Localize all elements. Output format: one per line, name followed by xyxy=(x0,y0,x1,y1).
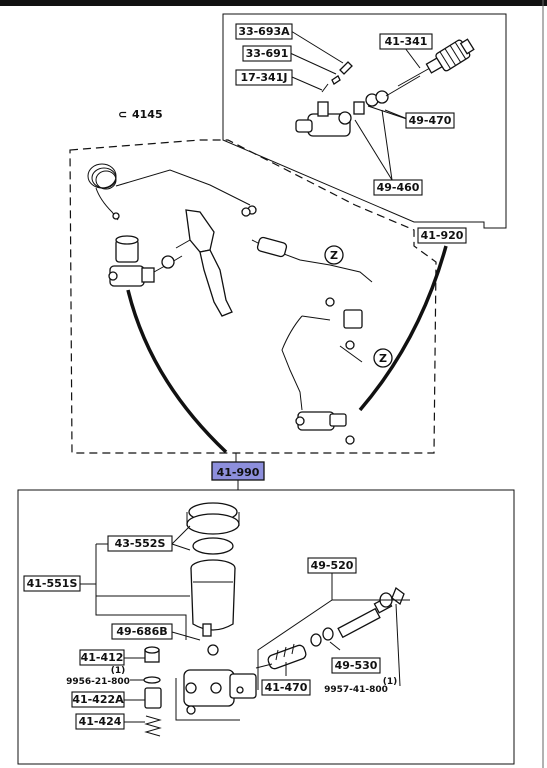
svg-text:41-424: 41-424 xyxy=(79,715,122,728)
label-9956-21-800: 9956-21-800 xyxy=(66,677,130,687)
link-curve-left xyxy=(126,289,228,454)
leader-43-552S-b xyxy=(171,543,191,551)
leader-49-470-b xyxy=(367,105,411,121)
svg-text:41-470: 41-470 xyxy=(265,681,308,694)
view-mark-z-1: Z xyxy=(324,245,344,265)
svg-text:17-341J: 17-341J xyxy=(241,71,288,84)
pipe-assembly: ⊂ 4145 xyxy=(69,108,448,462)
svg-text:49-686B: 49-686B xyxy=(116,625,167,638)
svg-text:Z: Z xyxy=(379,352,387,365)
reservoir-body-icon xyxy=(190,559,236,656)
leader-33-691 xyxy=(289,52,337,75)
label-41-990: 41-990 xyxy=(211,461,265,481)
label-41-424: 41-424 xyxy=(75,713,125,730)
label-9957-41-800: 9957-41-800 xyxy=(324,685,388,695)
svg-text:49-520: 49-520 xyxy=(311,559,354,572)
svg-text:43-552S: 43-552S xyxy=(115,537,166,550)
svg-text:41-422A: 41-422A xyxy=(72,693,124,706)
leader-49-530 xyxy=(329,641,341,651)
svg-text:49-460: 49-460 xyxy=(377,181,420,194)
pipe-assembly-dashed-frame xyxy=(69,139,437,454)
qty-mark-1: (1) xyxy=(111,666,126,676)
label-41-412: 41-412 xyxy=(79,649,125,666)
label-41-551S: 41-551S xyxy=(23,575,81,592)
svg-text:41-412: 41-412 xyxy=(81,651,124,664)
qty-mark-2: (1) xyxy=(383,677,398,687)
label-17-341J: 17-341J xyxy=(235,69,293,86)
reservoir-cap-icon xyxy=(186,502,240,555)
leader-17-341J xyxy=(291,76,323,91)
svg-text:41-341: 41-341 xyxy=(385,35,428,48)
leader-49-460 xyxy=(354,119,393,181)
leader-49-686B xyxy=(171,631,201,641)
side-parts-icon xyxy=(143,646,162,737)
upper-assembly: 33-693A 33-691 17-341J 41-341 49-470 49-… xyxy=(222,13,507,244)
svg-text:41-990: 41-990 xyxy=(217,466,260,479)
svg-text:Z: Z xyxy=(330,249,338,262)
svg-text:49-470: 49-470 xyxy=(409,114,452,127)
lower-assembly-frame xyxy=(17,489,515,765)
label-49-520: 49-520 xyxy=(307,557,357,574)
svg-text:33-691: 33-691 xyxy=(246,47,289,60)
svg-text:49-530: 49-530 xyxy=(335,659,378,672)
label-41-422A: 41-422A xyxy=(71,691,125,708)
top-border xyxy=(0,0,547,6)
label-49-460: 49-460 xyxy=(373,179,423,196)
lower-assembly: 43-552S 41-551S 49-686B 49-520 41-412 (1… xyxy=(17,489,515,765)
svg-text:41-551S: 41-551S xyxy=(27,577,78,590)
label-41-470: 41-470 xyxy=(261,679,311,696)
pipe-ref-label: 4145 xyxy=(132,108,163,121)
leader-41-341 xyxy=(404,47,421,69)
link-curve-right xyxy=(358,245,448,412)
svg-text:33-693A: 33-693A xyxy=(238,25,290,38)
leader-43-552S-a xyxy=(171,525,191,545)
label-33-691: 33-691 xyxy=(242,45,292,62)
label-41-920: 41-920 xyxy=(417,227,467,244)
master-cylinder-small-icon xyxy=(108,235,183,287)
leader-41-551S xyxy=(95,544,187,640)
label-41-341: 41-341 xyxy=(379,33,433,50)
leader-49-460-b xyxy=(381,109,393,181)
svg-text:41-920: 41-920 xyxy=(421,229,464,242)
pedal-bracket-icon xyxy=(161,207,251,317)
leader-9957-41-800 xyxy=(395,603,401,687)
slave-cylinder-icon xyxy=(295,38,475,137)
label-43-552S: 43-552S xyxy=(107,535,173,552)
label-49-686B: 49-686B xyxy=(111,623,173,640)
label-49-530: 49-530 xyxy=(331,657,381,674)
leader-33-693A xyxy=(290,30,344,64)
flexible-hose-icon xyxy=(251,236,373,411)
label-33-693A: 33-693A xyxy=(235,23,293,40)
coil-pipe-icon xyxy=(87,163,257,221)
view-mark-z-2: Z xyxy=(373,348,393,368)
master-cylinder-body-icon xyxy=(175,669,257,721)
label-49-470: 49-470 xyxy=(405,112,455,129)
pipe-ref-arrow-icon: ⊂ xyxy=(118,108,127,121)
slave-cylinder-small-icon xyxy=(295,411,355,445)
leader-49-520 xyxy=(257,572,333,690)
